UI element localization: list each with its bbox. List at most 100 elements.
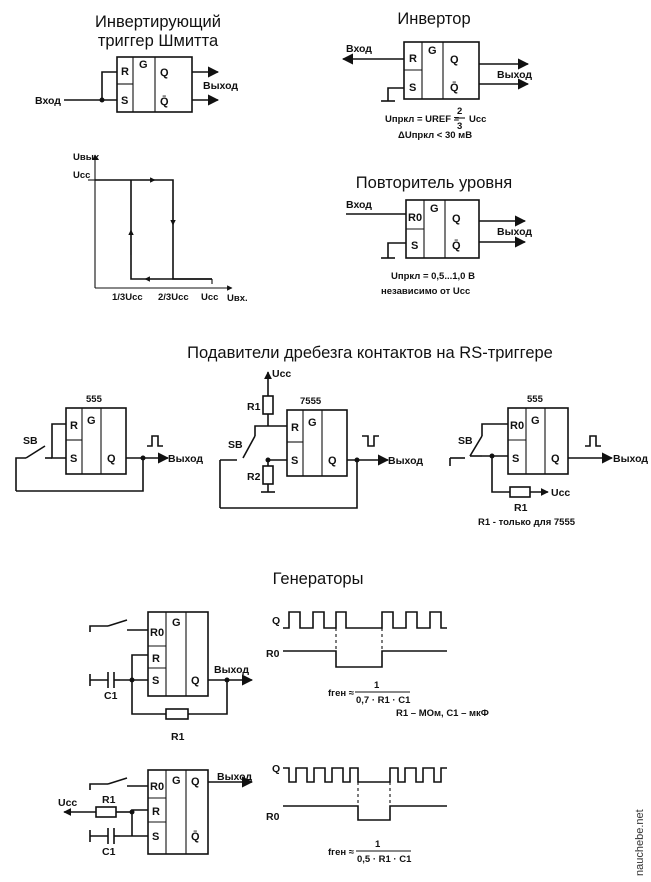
gen2-wave-r0-label: R0 [266,811,280,823]
debounce-title: Подавители дребезга контактов на RS-триг… [187,344,553,362]
graph-y-label: Uвых [73,152,100,163]
repeater-output-label: Выход [497,226,532,238]
debounce1-pin-q: Q [107,453,116,465]
graph-x-tick-3: Ucc [201,292,218,303]
graph-x-tick-2: 2/3Ucc [158,292,189,303]
gen2-pin-r: R [152,806,160,818]
gen2-output-label: Выход [217,771,252,783]
gen1-formula-den: 0,7 · R1 · C1 [356,695,411,706]
debounce3-output-label: Выход [613,453,648,465]
repeater-pin-s: S [411,240,418,252]
schmitt-pin-s: S [121,95,128,107]
gen1-wave-q-label: Q [272,615,280,627]
gen1-pin-s: S [152,675,159,687]
gen2-pin-g: G [172,775,181,787]
inverter-section: Инвертор R S G Q Q̄ Вход Выход Uпркл = U… [341,10,532,141]
debounce3-pin-r0: R0 [510,420,524,432]
debounce-circuit-7555: 7555 R S G Q Ucc R1 R2 SB Выход [219,368,423,509]
debounce3-chip-label: 555 [527,394,544,405]
debounce3-r1-label: R1 [514,502,528,514]
debounce3-pin-g: G [531,415,540,427]
debounce3-r1 [509,486,531,498]
gen2-r1-label: R1 [102,794,116,806]
graph-x-label: Uвх. [227,293,248,304]
generator-1-circuit: R0 R S G Q C1 R1 Выход [89,611,254,743]
schmitt-title-line1: Инвертирующий [95,13,221,31]
gen2-waveform: Q R0 fген ≈ 1 0,5 · R1 · C1 [266,763,447,865]
repeater-pin-r0: R0 [408,212,422,224]
schmitt-output-label: Выход [203,80,238,92]
generators-title: Генераторы [273,570,364,588]
schmitt-pin-qbar: Q̄ [160,96,169,108]
repeater-note: независимо от Ucc [381,286,470,297]
debounce2-pin-q: Q [328,455,337,467]
schmitt-pin-g: G [139,59,148,71]
schmitt-trigger-section: Инвертирующий триггер Шмитта R S G Q Q̄ … [35,13,238,113]
gen1-r1-label: R1 [171,731,185,743]
debounce3-sb-label: SB [458,435,473,447]
debounce3-chip [507,407,569,475]
gen1-c1-label: C1 [104,690,118,702]
inverter-frac-den: 3 [457,121,462,132]
inverter-input-label: Вход [346,43,372,55]
gen1-wave-r0-label: R0 [266,648,280,660]
repeater-pin-q: Q [452,213,461,225]
gen1-formula-num: 1 [374,680,380,691]
gen1-units: R1 – МОм, C1 – мкФ [396,708,489,719]
gen2-formula-num: 1 [375,839,381,850]
gen1-output-label: Выход [214,664,249,676]
gen1-pin-g: G [172,617,181,629]
debounce1-sb-label: SB [23,435,38,447]
debounce3-note: R1 - только для 7555 [478,517,576,528]
schmitt-title-line2: триггер Шмитта [98,32,219,50]
debounce2-pin-r: R [291,422,299,434]
debounce2-output-label: Выход [388,455,423,467]
inverter-pin-r: R [409,53,417,65]
schmitt-pin-r: R [121,66,129,78]
repeater-pin-g: G [430,203,439,215]
debounce1-pin-s: S [70,453,77,465]
debounce2-chip-label: 7555 [300,396,322,407]
repeater-input-label: Вход [346,199,372,211]
gen1-pin-r0: R0 [150,627,164,639]
debounce2-r1-label: R1 [247,401,261,413]
repeater-formula: Uпркл = 0,5...1,0 В [391,271,475,282]
inverter-output-label: Выход [497,69,532,81]
repeater-section: Повторитель уровня R0 S G Q Q̄ Вход Выхо… [346,174,532,297]
gen2-wave-q-label: Q [272,763,280,775]
debounce2-r2-label: R2 [247,471,261,483]
debounce2-chip [286,409,348,477]
debounce2-ucc-label: Ucc [272,368,291,380]
debounce1-pin-g: G [87,415,96,427]
inverter-pin-g: G [428,45,437,57]
debounce2-r1 [262,395,274,415]
debounce3-pin-s: S [512,453,519,465]
watermark: nauchebe.net [634,809,646,876]
inverter-delta: ΔUпркл < 30 мВ [398,130,472,141]
debounce1-chip-label: 555 [86,394,103,405]
debounce-circuit-555: 555 R S G Q SB Выход [15,394,203,492]
gen1-chip [147,611,209,697]
repeater-pin-qbar: Q̄ [452,240,461,252]
inverter-frac-num: 2 [457,106,462,117]
generator-2-circuit: R0 R S G Q Q̄ R1 Ucc C1 Выход [58,769,254,858]
hysteresis-graph: Uвых Ucc Uвх. 1/3Ucc 2/3Ucc Ucc [73,152,248,304]
debounce1-pin-r: R [70,420,78,432]
debounce1-chip [65,407,127,475]
debounce1-output-label: Выход [168,453,203,465]
debounce3-pin-q: Q [551,453,560,465]
inverter-formula: Uпркл = UREF = [385,114,460,125]
inverter-pin-q: Q [450,54,459,66]
gen2-c1-label: C1 [102,846,116,858]
gen2-pin-qbar: Q̄ [191,831,200,843]
repeater-title: Повторитель уровня [356,174,512,192]
gen1-formula-lhs: fген ≈ [328,688,355,699]
gen2-formula-lhs: fген ≈ [328,847,355,858]
gen1-pin-q: Q [191,675,200,687]
debounce-circuit-555-r0: 555 R0 S G Q Ucc R1 SB Выход R1 - только… [449,394,648,528]
debounce2-sb-label: SB [228,439,243,451]
schmitt-pin-q: Q [160,67,169,79]
inverter-formula-ucc: Ucc [469,114,486,125]
graph-x-tick-1: 1/3Ucc [112,292,143,303]
